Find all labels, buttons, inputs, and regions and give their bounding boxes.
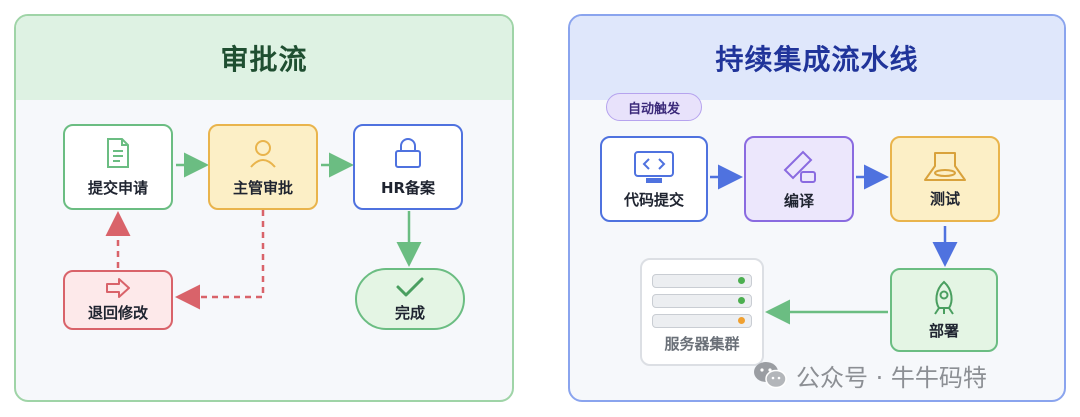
submit-request-node[interactable]: 提交申请: [63, 124, 173, 210]
beaker-icon: [924, 151, 966, 181]
submit-request-label: 提交申请: [87, 178, 148, 197]
hr-filing-label: HR备案: [380, 178, 436, 197]
wechat-icon: [754, 362, 787, 389]
server-rack-3: [652, 314, 752, 328]
server-status-dot: [738, 297, 745, 304]
code-commit-node[interactable]: 代码提交: [600, 136, 708, 222]
rocket-icon: [934, 280, 954, 315]
manager-approval-label: 主管审批: [232, 178, 293, 197]
complete-node[interactable]: 完成: [355, 268, 465, 330]
server-status-dot: [738, 277, 745, 284]
server-status-dot: [738, 317, 745, 324]
wrench-build-icon: [783, 150, 816, 183]
server-cluster-node[interactable]: 服务器集群: [640, 258, 764, 366]
server-rack-2: [652, 294, 752, 308]
approval-panel-title: 审批流: [16, 16, 512, 100]
person-icon: [250, 139, 276, 168]
hr-filing-node[interactable]: HR备案: [353, 124, 463, 210]
deploy-label: 部署: [928, 321, 959, 340]
document-icon: [107, 137, 129, 168]
return-revise-node[interactable]: 退回修改: [63, 270, 173, 330]
watermark: 公众号 · 牛牛码特: [752, 357, 987, 393]
server-cluster-label: 服务器集群: [664, 335, 740, 353]
manager-approval-node[interactable]: 主管审批: [208, 124, 318, 210]
deploy-node[interactable]: 部署: [890, 268, 998, 352]
complete-label: 完成: [394, 303, 425, 322]
arrow-right-outline-icon: [106, 277, 130, 298]
test-label: 测试: [929, 189, 960, 208]
watermark-text: 公众号 · 牛牛码特: [796, 363, 987, 392]
server-rack-1: [652, 274, 752, 288]
auto-trigger-badge: 自动触发: [606, 93, 702, 121]
monitor-code-icon: [634, 150, 674, 183]
checkmark-icon: [396, 277, 424, 296]
return-revise-label: 退回修改: [87, 303, 148, 322]
code-commit-label: 代码提交: [623, 190, 684, 209]
test-node[interactable]: 测试: [890, 136, 1000, 222]
arrow-manager-to-revise: [175, 210, 265, 310]
compile-label: 编译: [783, 191, 814, 210]
lock-icon: [395, 137, 421, 168]
ci-panel-title: 持续集成流水线: [570, 16, 1064, 100]
compile-node[interactable]: 编译: [744, 136, 854, 222]
